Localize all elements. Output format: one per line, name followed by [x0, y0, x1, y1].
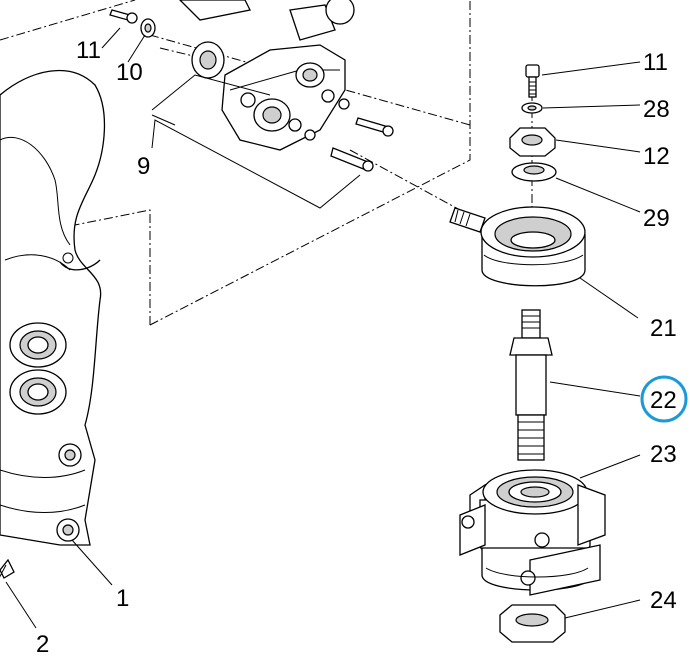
- bolt-part-11-right: [525, 64, 540, 98]
- label-11-top-left: 11: [76, 37, 101, 64]
- label-24: 24: [650, 587, 677, 614]
- label-2: 2: [36, 631, 49, 658]
- highlight-ring-part-22: [640, 375, 688, 423]
- clamp-part-23: [459, 469, 606, 596]
- washer-part-28: [521, 102, 543, 114]
- stud-part-22: [509, 309, 553, 461]
- label-22: 22: [650, 387, 677, 414]
- bearing-housing-part-21: [449, 206, 586, 287]
- label-29: 29: [643, 205, 670, 232]
- spacer-part-29: [511, 162, 557, 182]
- label-11-right: 11: [643, 49, 668, 76]
- bolt-part-11-top-left: [109, 9, 156, 38]
- nut-part-12: [509, 127, 556, 157]
- label-12: 12: [643, 143, 670, 170]
- label-9: 9: [137, 153, 150, 180]
- housing-part-1: [0, 69, 106, 579]
- part-labels: 11 10 9 11 28 12 29 21 22 23 24 1 2: [36, 37, 677, 658]
- leader-lines: [5, 27, 641, 629]
- label-23: 23: [650, 441, 677, 468]
- label-1: 1: [116, 585, 129, 612]
- label-28: 28: [643, 96, 670, 123]
- caliper-assembly-part-9: [179, 0, 394, 172]
- label-10: 10: [116, 59, 143, 86]
- nut-part-24: [499, 604, 566, 643]
- label-21: 21: [650, 315, 677, 342]
